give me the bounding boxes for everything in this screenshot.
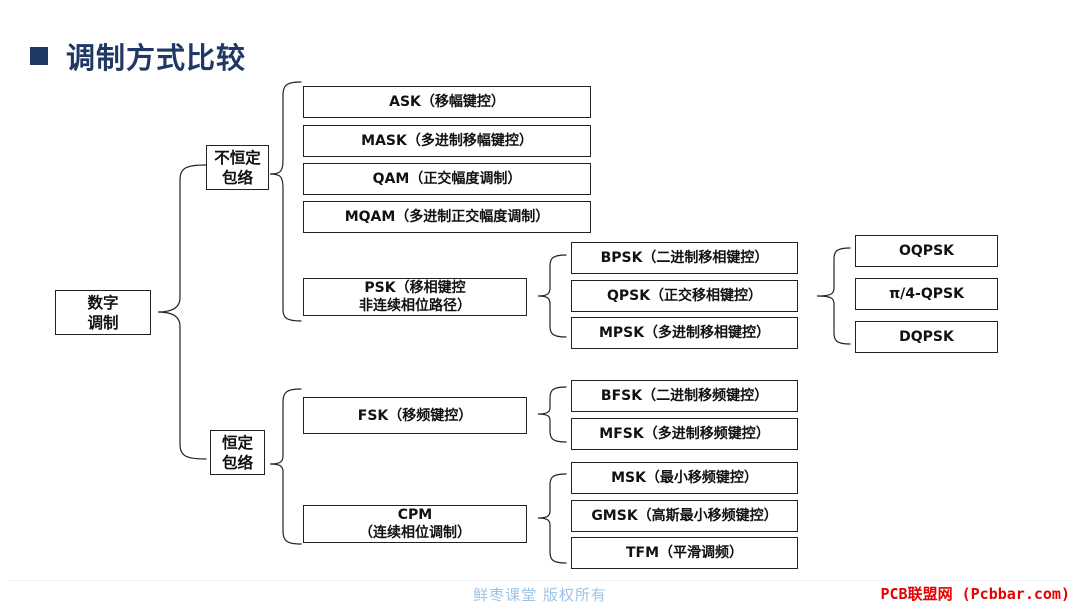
bracket-cpm: [537, 473, 567, 564]
node-line: CPM: [397, 507, 433, 523]
node-line: 数字: [87, 293, 119, 312]
footer-divider: [10, 580, 1070, 581]
title-bullet-icon: [30, 47, 48, 65]
node-pi4-qpsk: π/4-QPSK: [855, 278, 998, 310]
node-cpm: CPM （连续相位调制）: [303, 505, 527, 543]
node-ask: ASK（移幅键控）: [303, 86, 591, 118]
node-bpsk: BPSK（二进制移相键控）: [571, 242, 798, 274]
node-line: 包络: [221, 168, 253, 187]
node-msk: MSK（最小移频键控）: [571, 462, 798, 494]
node-tfm: TFM（平滑调频）: [571, 537, 798, 569]
node-qpsk: QPSK（正交移相键控）: [571, 280, 798, 312]
bracket-fsk: [537, 386, 567, 443]
node-line: 恒定: [221, 433, 253, 452]
bracket-root: [157, 164, 207, 460]
node-dqpsk: DQPSK: [855, 321, 998, 353]
title-text: 调制方式比较: [66, 41, 247, 75]
node-line: 包络: [221, 453, 253, 472]
node-digital-modulation: 数字 调制: [55, 290, 151, 335]
node-mqam: MQAM（多进制正交幅度调制）: [303, 201, 591, 233]
node-bfsk: BFSK（二进制移频键控）: [571, 380, 798, 412]
page-title: 调制方式比较: [30, 36, 246, 76]
node-constant-envelope: 恒定 包络: [210, 430, 265, 475]
node-psk: PSK（移相键控 非连续相位路径）: [303, 278, 527, 316]
bracket-const: [269, 388, 302, 545]
node-line: （连续相位调制）: [359, 525, 471, 541]
node-mfsk: MFSK（多进制移频键控）: [571, 418, 798, 450]
node-fsk: FSK（移频键控）: [303, 397, 527, 434]
node-qam: QAM（正交幅度调制）: [303, 163, 591, 195]
bracket-qpsk: [816, 247, 851, 345]
node-nonconstant-envelope: 不恒定 包络: [206, 145, 269, 190]
node-mask: MASK（多进制移幅键控）: [303, 125, 591, 157]
bracket-psk: [537, 254, 567, 338]
watermark-text: PCB联盟网 (Pcbbar.com): [880, 585, 1071, 603]
node-line: PSK（移相键控: [364, 280, 466, 296]
node-line: 调制: [87, 313, 119, 332]
node-mpsk: MPSK（多进制移相键控）: [571, 317, 798, 349]
node-line: 非连续相位路径）: [359, 298, 471, 314]
bracket-nonconst: [269, 81, 302, 322]
node-gmsk: GMSK（高斯最小移频键控）: [571, 500, 798, 532]
node-oqpsk: OQPSK: [855, 235, 998, 267]
footer-copyright: 鲜枣课堂 版权所有: [473, 586, 607, 604]
node-line: 不恒定: [214, 148, 261, 167]
